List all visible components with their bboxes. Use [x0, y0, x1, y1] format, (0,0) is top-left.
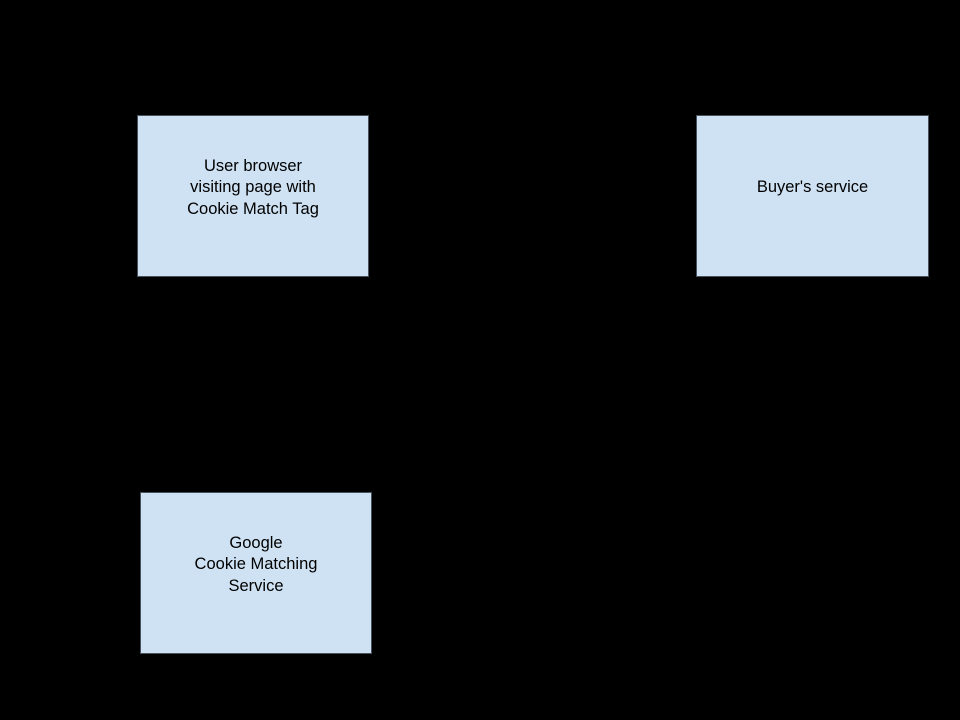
node-buyers-service: Buyer's service — [696, 115, 929, 277]
node-label-line: Cookie Matching — [194, 555, 318, 574]
node-label-line: visiting page with — [190, 178, 316, 197]
node-user-browser-label: User browser visiting page with Cookie M… — [138, 156, 368, 221]
node-user-browser: User browser visiting page with Cookie M… — [137, 115, 369, 277]
node-buyers-service-label: Buyer's service — [697, 177, 928, 199]
node-label-line: User browser — [203, 156, 303, 175]
node-google-cookie-matching-service: Google Cookie Matching Service — [140, 492, 372, 654]
node-label-line: Buyer's service — [756, 178, 869, 197]
node-label-line: Cookie Match Tag — [187, 199, 319, 218]
node-label-line: Service — [228, 576, 284, 595]
node-label-line: Google — [229, 533, 283, 552]
node-google-cookie-matching-service-label: Google Cookie Matching Service — [141, 533, 371, 598]
